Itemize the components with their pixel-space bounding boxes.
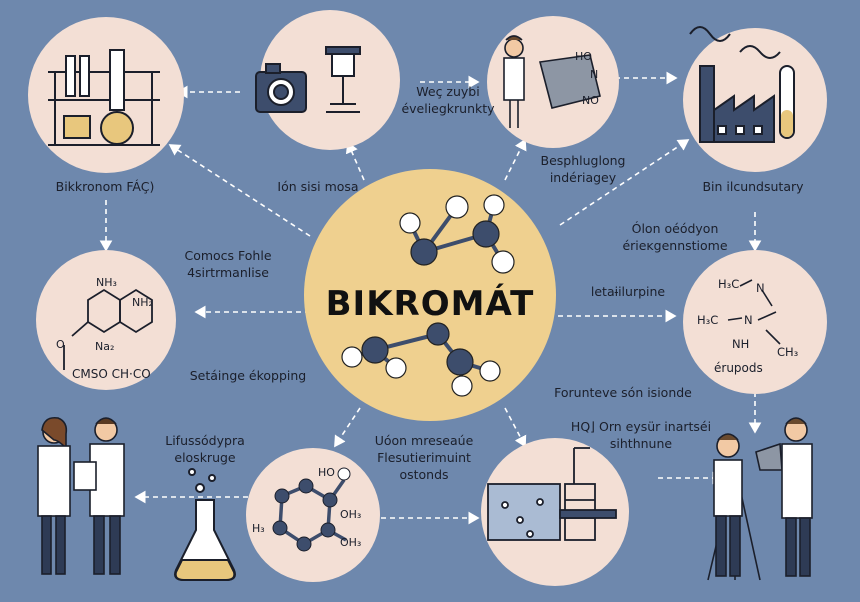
node-factory: [683, 26, 827, 172]
label-besph-line-2: indériagey: [549, 170, 617, 185]
ring-label-4: O: [56, 338, 65, 351]
label-lifusso-line-2: eloskruge: [174, 450, 236, 465]
label-factory: Bin ilcundsutary: [702, 179, 804, 194]
label-olon-line-1: Ólon oéódyon: [631, 221, 719, 236]
label-orn-line-1: HQ⌋ Orn eysür inartséi: [570, 419, 712, 434]
amine-label-1: H₃C: [718, 277, 739, 291]
label-ion: Ión sisi mosa: [277, 179, 359, 194]
aromatic-ring-icon: [63, 288, 153, 370]
label-orn-line-2: sihthnune: [609, 436, 673, 451]
label-uoon-line-3: ostonds: [399, 467, 449, 482]
arrow-center-to-tank: [504, 407, 527, 448]
label-uoon-line-2: Flesutierimuint: [377, 450, 471, 465]
center-molecule-top: [399, 194, 515, 274]
ring-label-3: Na₂: [95, 340, 114, 353]
amine-label-3: H₃C: [697, 313, 718, 327]
label-wez-line-2: éveliegkrunkty: [401, 101, 495, 116]
label-olon-line-2: érieĸgennstiome: [622, 238, 728, 253]
molecule-label-1: HO: [318, 466, 335, 479]
label-besph: Besphluglong indériagey: [518, 152, 648, 186]
molecule-label-2: OH₃: [340, 508, 361, 521]
label-uoon-line-1: Uóon mreseaúe: [374, 433, 474, 448]
label-letai: letaɨilurpine: [590, 284, 666, 299]
arrow-center-to-factory: [559, 139, 690, 226]
scientists-right-icon: [707, 417, 813, 581]
arrow-center-to-board: [504, 138, 527, 181]
flask-icon: [174, 468, 236, 581]
camera-icon: [255, 63, 307, 113]
ring-label-5: CMSO CH·CO: [72, 367, 151, 381]
microscope-icon: [325, 46, 361, 113]
factory-icon: [689, 26, 781, 143]
label-besph-line-1: Besphluglong: [540, 153, 626, 168]
amine-label-6: CH₃: [777, 345, 799, 359]
label-olon: Ólon oéódyon érieĸgennstiome: [600, 220, 750, 254]
ring-label-1: NH₃: [96, 276, 117, 289]
connector-arrows: [99, 71, 762, 525]
node-amine-structure: H₃C N H₃C N NH CH₃ érupods: [683, 250, 827, 394]
center-molecule-bottom: [341, 322, 501, 397]
scientists-left-icon: [37, 416, 125, 575]
amine-bonds-icon: [727, 279, 781, 345]
label-comocs-line-1: Comocs Fohle: [184, 248, 272, 263]
arrow-center-to-camera: [345, 141, 365, 181]
label-orn: HQ⌋ Orn eysür inartséi sihthnune: [556, 418, 726, 452]
label-lifusso-line-1: Lifussódypra: [165, 433, 245, 448]
label-lab-glassware: Bikkronom FÁÇ): [55, 179, 155, 194]
label-setainge: Setáinge ékopping: [189, 368, 307, 383]
label-wez-line-1: Weç zuybi: [416, 84, 480, 99]
tank-icon: [487, 447, 617, 541]
amine-label-2: N: [756, 281, 765, 295]
ring-label-2: NH₂: [132, 296, 153, 309]
node-lab-glassware: [28, 17, 184, 173]
amine-label-5: NH: [732, 337, 749, 351]
label-lifusso: Lifussódypra eloskruge: [150, 432, 260, 466]
node-camera-microscope: [255, 10, 400, 150]
molecule-label-4: H₃: [252, 522, 265, 535]
node-scientist-board: HO N NO: [487, 16, 619, 148]
label-wez: Weç zuybi éveliegkrunkty: [388, 83, 508, 117]
scientist-icon: [503, 35, 525, 128]
label-comocs: Comocs Fohle 4sirtrmanlise: [168, 247, 288, 281]
label-comocs-line-2: 4sirtrmanlise: [187, 265, 269, 280]
label-foruntev: Foruntеve són isionde: [554, 385, 692, 400]
test-tube-icon: [779, 65, 795, 139]
node-molecule: HO OH₃ OH₃ H₃: [246, 448, 380, 582]
label-uoon: Uóon mreseaúe Flesutierimuint ostonds: [354, 432, 494, 483]
node-ring-structure: NH₃ NH₂ Na₂ O CMSO CH·CO: [36, 250, 176, 390]
arrow-center-to-glassware: [168, 144, 311, 237]
molecule-label-3: OH₃: [340, 536, 361, 549]
amine-label-4: N: [744, 313, 753, 327]
board-formula-1: HO: [575, 50, 592, 63]
diagram-title: BIKROMÁT: [325, 284, 535, 324]
chalkboard-icon: [538, 54, 601, 109]
node-tank: [481, 438, 629, 586]
amine-label-7: érupods: [714, 361, 763, 375]
arrow-center-to-molecule: [334, 407, 361, 448]
board-formula-3: NO: [582, 94, 599, 107]
board-formula-2: N: [590, 68, 598, 81]
glassware-icon: [48, 49, 160, 146]
